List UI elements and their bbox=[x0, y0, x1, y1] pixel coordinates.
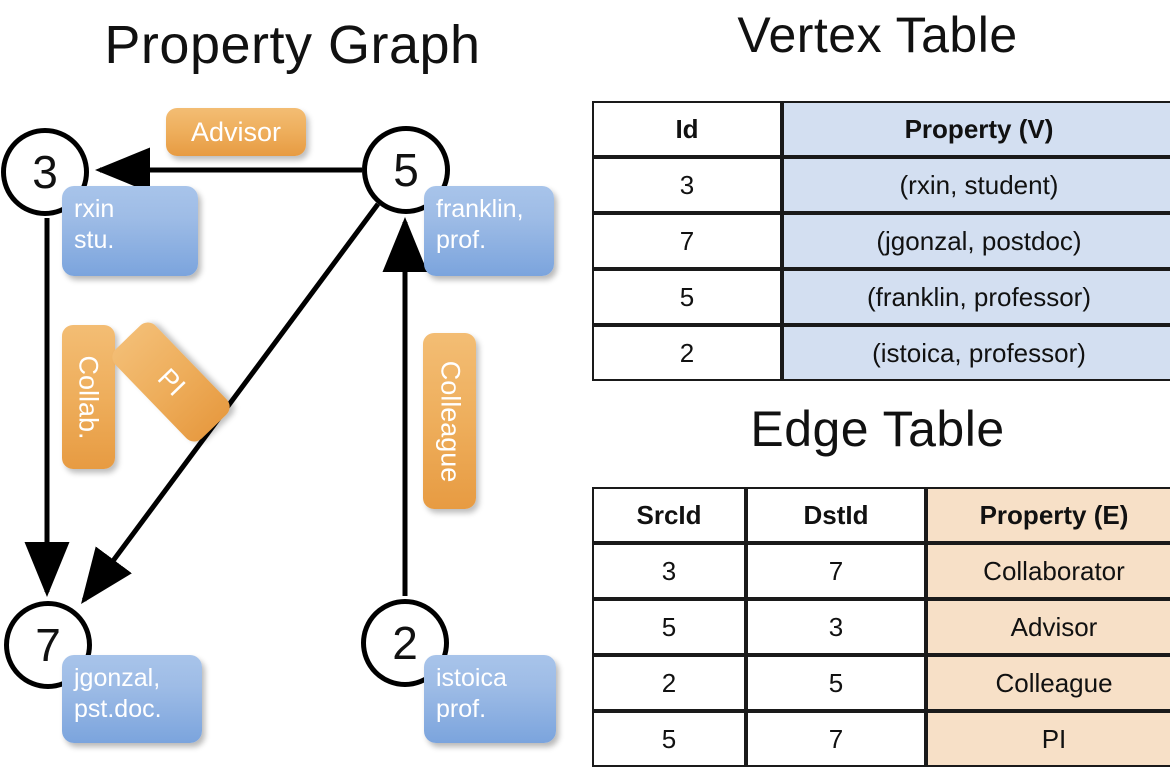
vertex-property-box-3[interactable]: rxin stu. bbox=[62, 186, 198, 276]
vertex-property-box-2[interactable]: istoica prof. bbox=[424, 655, 556, 743]
vertex-property-line-2: stu. bbox=[74, 225, 115, 254]
edge-cell-property: Colleague bbox=[926, 655, 1170, 711]
page-title-edge-table: Edge Table bbox=[750, 401, 1005, 457]
table-row[interactable]: 2 (istoica, professor) bbox=[592, 325, 1170, 381]
edge-table-header-property: Property (E) bbox=[926, 487, 1170, 543]
edge-table-header-srcid: SrcId bbox=[592, 487, 746, 543]
edge-label-colleague-text: Colleague bbox=[435, 360, 465, 482]
vertex-table-header-id: Id bbox=[592, 101, 782, 157]
vertex-cell-id: 7 bbox=[592, 213, 782, 269]
vertex-table-header-property: Property (V) bbox=[782, 101, 1170, 157]
vertex-property-line-2: prof. bbox=[436, 225, 487, 254]
edge-label-pi-text: PI bbox=[151, 362, 192, 402]
edge-pi-5-to-7 bbox=[81, 202, 381, 605]
edge-cell-srcid: 3 bbox=[592, 543, 746, 599]
vertex-property-line-1: rxin bbox=[74, 195, 115, 223]
vertex-property-box-5[interactable]: franklin, prof. bbox=[424, 186, 554, 276]
edge-cell-dstid: 3 bbox=[746, 599, 926, 655]
edge-cell-property: Collaborator bbox=[926, 543, 1170, 599]
table-row[interactable]: 5 (franklin, professor) bbox=[592, 269, 1170, 325]
edge-cell-dstid: 7 bbox=[746, 711, 926, 767]
graph-node-5[interactable]: 5 bbox=[362, 126, 450, 214]
edge-table-header-dstid: DstId bbox=[746, 487, 926, 543]
vertex-table: Id Property (V) 3 (rxin, student) 7 (jgo… bbox=[592, 101, 1170, 381]
edge-cell-dstid: 5 bbox=[746, 655, 926, 711]
edge-cell-property: Advisor bbox=[926, 599, 1170, 655]
edge-label-collab-text: Collab. bbox=[74, 354, 105, 440]
graph-node-2[interactable]: 2 bbox=[361, 599, 449, 687]
edge-label-collab[interactable]: Collab. bbox=[62, 325, 115, 469]
edge-label-advisor-text: Advisor bbox=[190, 116, 282, 147]
table-row[interactable]: 7 (jgonzal, postdoc) bbox=[592, 213, 1170, 269]
table-row[interactable]: 5 7 PI bbox=[592, 711, 1170, 767]
table-header-row: SrcId DstId Property (E) bbox=[592, 487, 1170, 543]
vertex-property-line-1: istoica bbox=[436, 664, 507, 692]
edge-label-advisor[interactable]: Advisor bbox=[166, 108, 306, 156]
vertex-property-line-1: jgonzal, bbox=[74, 664, 161, 692]
page-title-property-graph: Property Graph bbox=[104, 15, 481, 75]
table-row[interactable]: 5 3 Advisor bbox=[592, 599, 1170, 655]
vertex-cell-id: 2 bbox=[592, 325, 782, 381]
table-row[interactable]: 3 7 Collaborator bbox=[592, 543, 1170, 599]
edge-cell-property: PI bbox=[926, 711, 1170, 767]
vertex-cell-property: (istoica, professor) bbox=[782, 325, 1170, 381]
vertex-cell-id: 3 bbox=[592, 157, 782, 213]
vertex-property-line-1: franklin, bbox=[436, 195, 524, 223]
table-row[interactable]: 2 5 Colleague bbox=[592, 655, 1170, 711]
vertex-cell-property: (rxin, student) bbox=[782, 157, 1170, 213]
edge-cell-srcid: 5 bbox=[592, 711, 746, 767]
vertex-property-box-7[interactable]: jgonzal, pst.doc. bbox=[62, 655, 202, 743]
edge-cell-srcid: 2 bbox=[592, 655, 746, 711]
page-title-vertex-table: Vertex Table bbox=[737, 7, 1018, 63]
edge-cell-srcid: 5 bbox=[592, 599, 746, 655]
vertex-cell-id: 5 bbox=[592, 269, 782, 325]
vertex-property-line-2: pst.doc. bbox=[74, 694, 162, 723]
vertex-cell-property: (franklin, professor) bbox=[782, 269, 1170, 325]
graph-edges bbox=[24, 147, 428, 605]
edge-table: SrcId DstId Property (E) 3 7 Collaborato… bbox=[592, 487, 1170, 767]
edge-cell-dstid: 7 bbox=[746, 543, 926, 599]
table-row[interactable]: 3 (rxin, student) bbox=[592, 157, 1170, 213]
table-header-row: Id Property (V) bbox=[592, 101, 1170, 157]
vertex-cell-property: (jgonzal, postdoc) bbox=[782, 213, 1170, 269]
vertex-property-line-2: prof. bbox=[436, 694, 487, 723]
edge-label-colleague[interactable]: Colleague bbox=[423, 333, 476, 509]
